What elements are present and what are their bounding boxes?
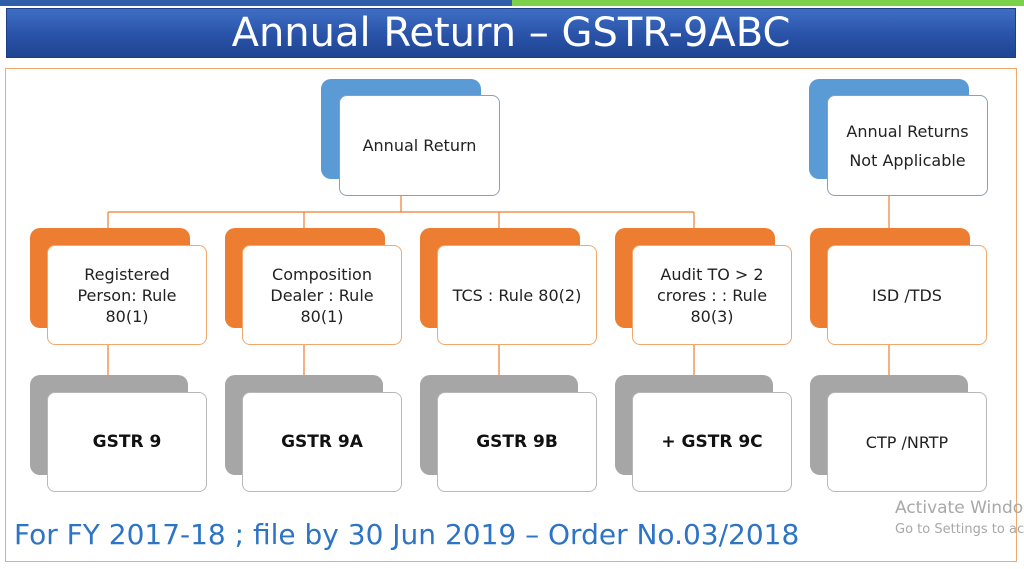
form-node-gstr9a: GSTR 9A bbox=[242, 392, 402, 492]
root-node: Annual Return bbox=[339, 95, 500, 196]
form-node-gstr9c: + GSTR 9C bbox=[632, 392, 792, 492]
rule-node-4: Audit TO > 2 crores : : Rule 80(3) bbox=[632, 245, 792, 345]
isd-tds-node: ISD /TDS bbox=[827, 245, 987, 345]
rule-node-1: Registered Person: Rule 80(1) bbox=[47, 245, 207, 345]
watermark-line-2: Go to Settings to ac bbox=[895, 522, 1024, 537]
ctp-nrtp-node: CTP /NRTP bbox=[827, 392, 987, 492]
slide-title: Annual Return – GSTR-9ABC bbox=[6, 8, 1016, 58]
activate-windows-watermark: Activate Windo Go to Settings to ac bbox=[895, 498, 1024, 537]
footer-deadline-text: For FY 2017-18 ; file by 30 Jun 2019 – O… bbox=[14, 518, 800, 551]
rule-node-2: Composition Dealer : Rule 80(1) bbox=[242, 245, 402, 345]
form-node-gstr9: GSTR 9 bbox=[47, 392, 207, 492]
watermark-line-1: Activate Windo bbox=[895, 498, 1024, 518]
form-node-gstr9b: GSTR 9B bbox=[437, 392, 597, 492]
diagram-frame bbox=[5, 68, 1017, 562]
top-accent-bar-blue bbox=[0, 0, 512, 6]
rule-node-3: TCS : Rule 80(2) bbox=[437, 245, 597, 345]
not-applicable-node: Annual Returns Not Applicable bbox=[827, 95, 988, 196]
top-accent-bar-green bbox=[512, 0, 1024, 6]
